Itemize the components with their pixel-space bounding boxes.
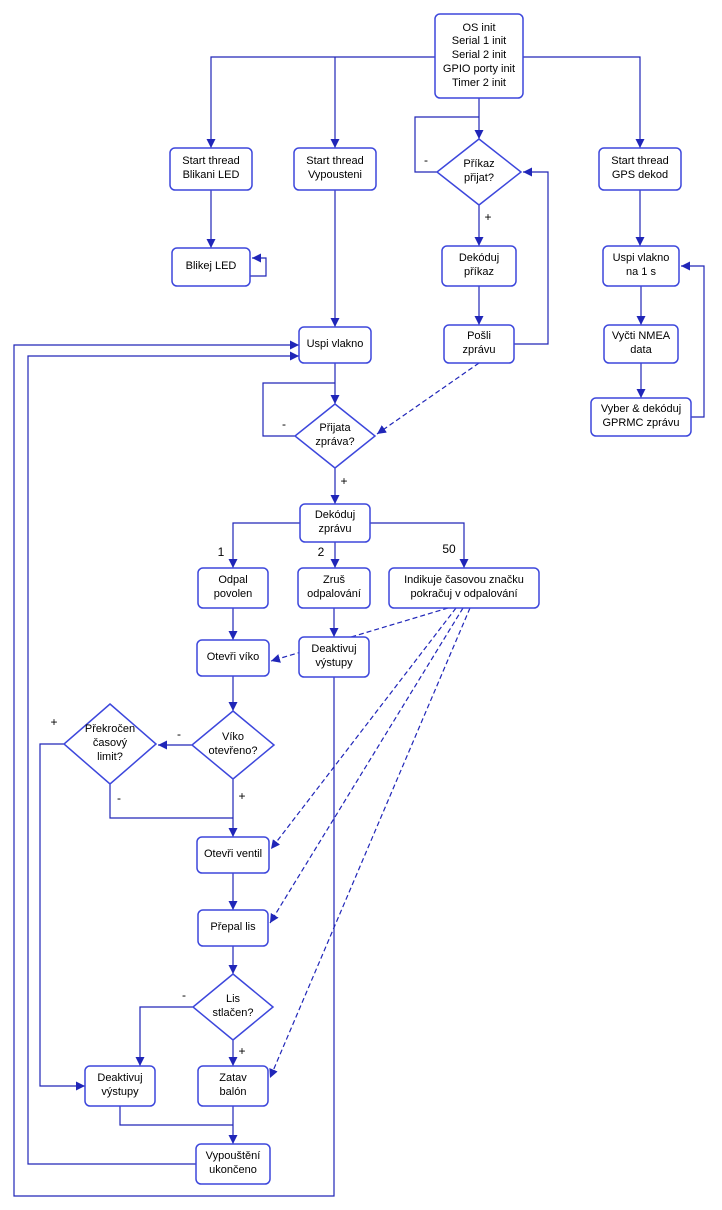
node-shape-uspi-vlakno-1s	[602, 245, 680, 287]
edge-prikaz-ne-loop	[414, 116, 479, 173]
node-shape-lis-stlacen	[191, 973, 275, 1041]
edge-init-to-thread-led	[206, 56, 435, 148]
node-shape-deaktivuj-vystupy-2	[84, 1065, 156, 1107]
node-shape-prikaz-prijat	[435, 138, 523, 206]
node-shape-prepal-lis	[197, 909, 269, 947]
edge-layer	[13, 56, 705, 1197]
node-shape-deaktivuj-vystupy-1	[298, 636, 370, 678]
node-shape-posli-zpravu	[443, 324, 515, 364]
node-shape-start-thread-gps	[598, 147, 682, 191]
edge-ukonceno-to-uspi-loop	[27, 351, 299, 1165]
edge-indikuje-to-ventil-dashed	[270, 607, 457, 850]
node-shape-odpal-povolen	[197, 567, 269, 609]
edge-lisq-ne	[135, 1006, 193, 1066]
edge-deaktivuj2-merge	[119, 1106, 233, 1126]
node-shape-vyber-gprmc	[590, 397, 692, 437]
node-shape-start-thread-vypousteni	[293, 147, 377, 191]
node-layer	[62, 13, 692, 1185]
edge-indikuje-to-prepal-dashed	[269, 607, 464, 924]
edge-prijata-ne-loop	[262, 382, 335, 437]
edge-posli-to-prijata-dashed	[376, 362, 480, 435]
node-shape-otevri-ventil	[196, 836, 270, 874]
edge-init-to-thread-gps	[523, 56, 645, 148]
edge-blikej-self-loop	[250, 253, 267, 277]
node-shape-vypousteni-ukonceno	[195, 1143, 271, 1185]
edge-prekrocen-ne-merge	[109, 784, 233, 819]
node-shape-zatav-balon	[197, 1065, 269, 1107]
node-shape-dekoduj-prikaz	[441, 245, 517, 287]
node-shape-viko-otevreno	[190, 710, 276, 780]
edge-prekrocen-ano	[39, 743, 85, 1091]
node-shape-prijata-zprava	[293, 403, 377, 469]
node-shape-vycti-nmea	[603, 324, 679, 364]
edge-deaktivuj1-to-uspi-loop	[13, 340, 335, 1197]
edge-dekoduj-to-indikuje	[370, 522, 469, 568]
node-shape-prekrocen-limit	[62, 703, 158, 785]
edge-dekoduj-to-odpal	[228, 522, 300, 568]
edge-gprmc-to-uspi1s-loop	[681, 261, 705, 418]
edge-posli-to-prikaz-loop	[514, 167, 549, 345]
node-shape-os-init	[434, 13, 524, 99]
node-shape-uspi-vlakno	[298, 326, 372, 364]
node-shape-dekoduj-zpravu	[299, 503, 371, 543]
node-shape-start-thread-led	[169, 147, 253, 191]
node-shape-blikej-led	[171, 247, 251, 287]
node-shape-otevri-viko	[196, 639, 270, 677]
node-shape-zrus-odpalovani	[297, 567, 371, 609]
edge-indikuje-to-zatav-dashed	[269, 607, 471, 1079]
node-shape-indikuje-znacku	[388, 567, 540, 609]
